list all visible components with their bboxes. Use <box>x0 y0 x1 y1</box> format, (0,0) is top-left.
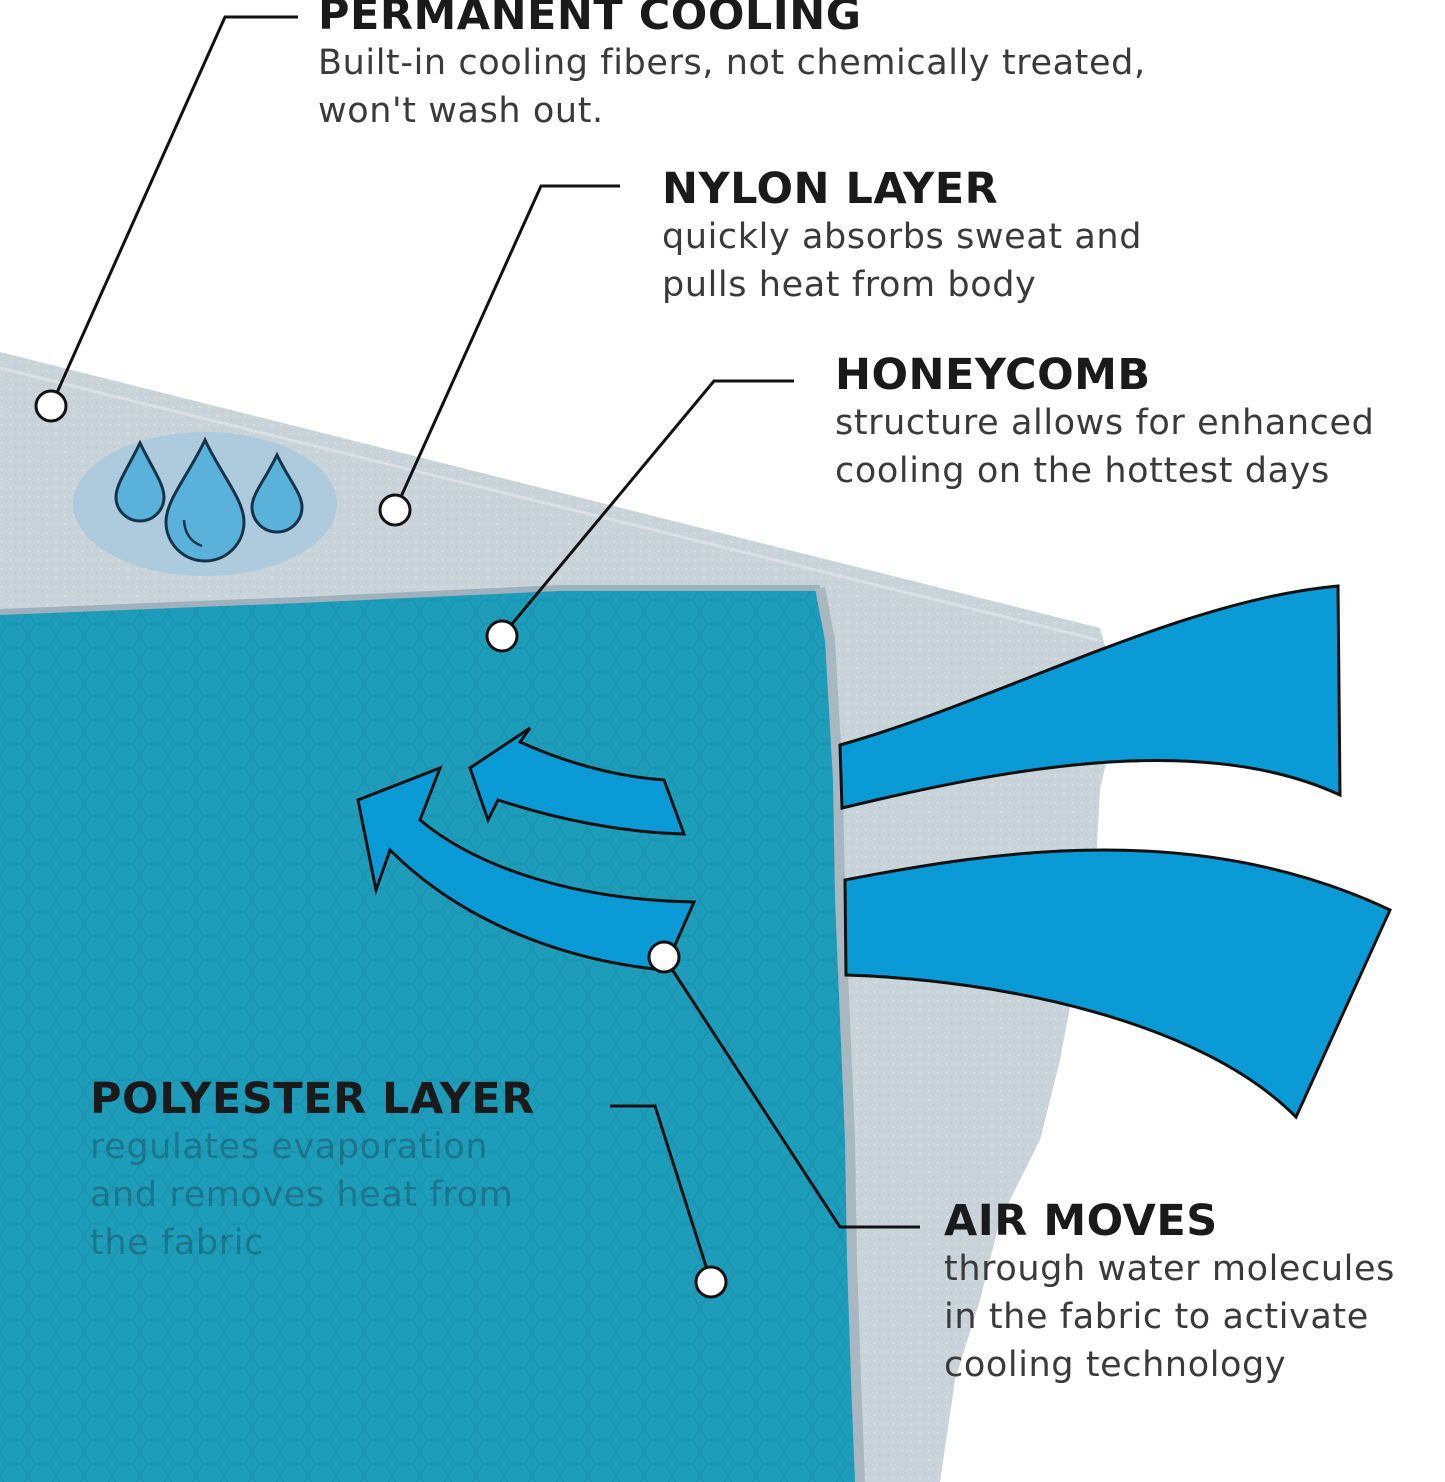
leader-lines <box>49 15 920 1283</box>
callout-title: PERMANENT COOLING <box>318 0 862 40</box>
callout-line: pulls heat from body <box>662 265 1037 306</box>
callout-line: cooling on the hottest days <box>835 451 1330 492</box>
leader-line-nylon-layer <box>393 184 620 511</box>
callout-description: quickly absorbs sweat and pulls heat fro… <box>662 213 1142 309</box>
water-drops-icon <box>73 432 337 576</box>
callout-line: regulates evaporation <box>90 1127 489 1168</box>
callout-description: structure allows for enhanced cooling on… <box>835 399 1374 495</box>
callout-title: HONEYCOMB <box>835 350 1151 400</box>
leader-line-permanent-cooling <box>49 15 298 407</box>
callout-polyester-layer: POLYESTER LAYER regulates evaporation an… <box>90 1074 535 1267</box>
air-stream-upper <box>838 584 1342 810</box>
callout-description: through water molecules in the fabric to… <box>944 1245 1395 1389</box>
callout-line: in the fabric to activate <box>944 1297 1369 1338</box>
callout-nylon-layer: NYLON LAYER quickly absorbs sweat and pu… <box>662 164 1142 309</box>
callout-line: through water molecules <box>944 1249 1395 1290</box>
leader-line-polyester-layer <box>610 1104 713 1283</box>
leader-line-honeycomb <box>500 379 794 637</box>
leader-line-air-moves <box>662 956 920 1229</box>
callout-line: Built-in cooling fibers, not chemically … <box>318 43 1146 84</box>
callout-title: POLYESTER LAYER <box>90 1074 535 1124</box>
callout-line: cooling technology <box>944 1345 1287 1386</box>
callout-air-moves: AIR MOVES through water molecules in the… <box>944 1196 1395 1389</box>
callout-line: structure allows for enhanced <box>835 403 1375 444</box>
callout-description: regulates evaporation and removes heat f… <box>90 1123 535 1267</box>
circle-marker-icon <box>694 1265 728 1299</box>
callout-description: Built-in cooling fibers, not chemically … <box>318 39 1146 135</box>
circle-marker-icon <box>34 389 68 423</box>
circle-marker-icon <box>485 619 519 653</box>
polyester-layer-sheet <box>0 585 865 1482</box>
callout-line: and removes heat from <box>90 1175 514 1216</box>
curved-arrow-lower <box>356 765 697 972</box>
callout-title: NYLON LAYER <box>662 164 999 214</box>
leader-markers <box>34 389 728 1299</box>
air-stream-lower <box>843 848 1392 1120</box>
circle-marker-icon <box>647 940 681 974</box>
callout-title: AIR MOVES <box>944 1196 1218 1246</box>
callout-line: quickly absorbs sweat and <box>662 217 1143 258</box>
curved-arrow-upper <box>468 726 687 836</box>
callout-permanent-cooling: PERMANENT COOLING Built-in cooling fiber… <box>318 0 1146 135</box>
callout-line: the fabric <box>90 1223 264 1264</box>
air-flow-arrows <box>356 584 1392 1120</box>
circle-marker-icon <box>378 493 412 527</box>
callout-honeycomb: HONEYCOMB structure allows for enhanced … <box>835 350 1374 495</box>
callout-line: won't wash out. <box>318 91 604 132</box>
